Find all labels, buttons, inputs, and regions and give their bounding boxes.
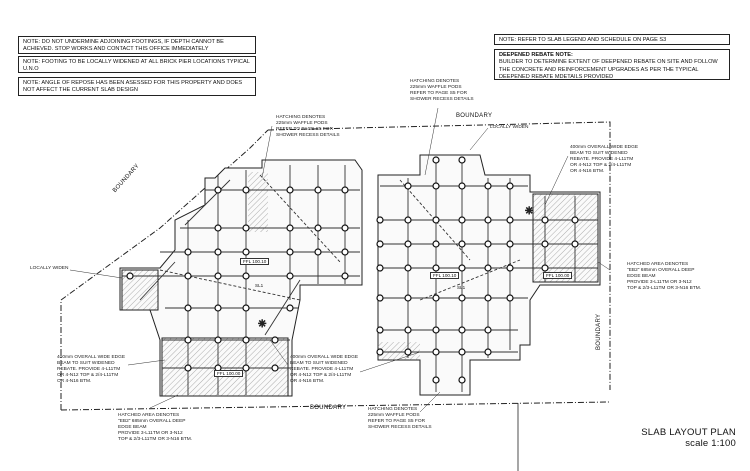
- label-edge-beam-left: 400mm OVERALL WIDE EDGE BEAM TO SUIT WID…: [57, 355, 126, 384]
- label-hatched-eb2-right: HATCHED AREA DENOTES "EB2" 685mm OVERALL…: [627, 262, 702, 291]
- note-deepened-rebate: DEEPENED REBATE NOTE: BUILDER TO DETERMI…: [494, 49, 730, 80]
- sl1-tag: SL1: [255, 283, 264, 288]
- label-hatch-225-left: HATCHING DENOTES 225mm WAFFLE PODS REFER…: [276, 115, 340, 138]
- note-footings: NOTE: DO NOT UNDERMINE ADJOINING FOOTING…: [18, 36, 256, 54]
- label-locally-widen-left: LOCALLY WIDEN: [30, 266, 69, 271]
- note-angle-of-repose: NOTE: ANGLE OF REPOSE HAS BEEN ASESSED F…: [18, 77, 256, 96]
- svg-text:✳: ✳: [258, 319, 266, 330]
- label-hatch-225-top: HATCHING DENOTES 225mm WAFFLE PODS REFER…: [410, 79, 474, 102]
- note-slab-legend: NOTE: REFER TO SLAB LEGEND AND SCHEDULE …: [494, 34, 730, 45]
- label-edge-beam-mid: 400mm OVERALL WIDE EDGE BEAM TO SUIT WID…: [290, 355, 359, 384]
- boundary-label-top: BOUNDARY: [456, 113, 493, 119]
- ffl-tag: FFL 100.00: [543, 272, 573, 279]
- site-boundary: [60, 121, 611, 411]
- label-hatched-eb2-left: HATCHED AREA DENOTES "EB2" 685mm OVERALL…: [118, 413, 193, 442]
- svg-text:✳: ✳: [525, 206, 533, 217]
- deepened-rebate-text: BUILDER TO DETERMINE EXTENT OF DEEPENED …: [499, 59, 718, 80]
- label-hatch-225-bottom: HATCHING DENOTES 225mm WAFFLE PODS REFER…: [368, 407, 432, 430]
- drawing-scale: scale 1:100: [685, 437, 736, 449]
- right-slab-plan: ✳: [359, 107, 611, 413]
- deepened-rebate-heading: DEEPENED REBATE NOTE:: [499, 52, 573, 58]
- left-slab-plan: ✳: [69, 125, 363, 409]
- label-edge-beam-right: 400mm OVERALL WIDE EDGE BEAM TO SUIT WID…: [570, 145, 639, 174]
- ffl-tag: FFL 100.00: [214, 370, 244, 377]
- sl1-tag: SL1: [457, 285, 466, 290]
- ffl-tag: FFL 100.10: [240, 258, 270, 265]
- boundary-label-right: BOUNDARY: [596, 313, 602, 350]
- drawing-title-block: SLAB LAYOUT PLAN scale 1:100: [641, 427, 736, 450]
- drawing-title: SLAB LAYOUT PLAN: [641, 427, 736, 438]
- ffl-tag: FFL 100.10: [430, 272, 460, 279]
- boundary-label-bottom: BOUNDARY: [310, 405, 347, 411]
- note-brick-pier: NOTE: FOOTING TO BE LOCALLY WIDENED AT A…: [18, 56, 256, 73]
- label-locally-widen-right: LOCALLY WIDEN: [490, 125, 529, 130]
